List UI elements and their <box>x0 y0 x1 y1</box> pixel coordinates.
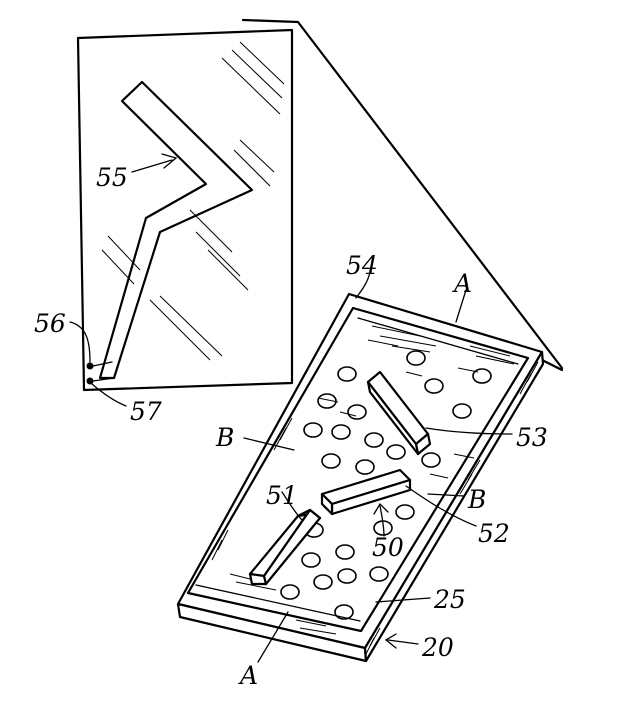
detail-panel-hatching <box>101 41 285 361</box>
label-56: 56 <box>34 309 66 338</box>
leader-lines <box>69 153 513 663</box>
detail-panel <box>76 28 294 392</box>
rim-hatching <box>211 361 539 655</box>
surface-strokes <box>229 325 515 635</box>
tray-wells <box>280 350 492 620</box>
reference-labels: 55 56 57 54 A 53 B B 51 52 50 25 A 20 <box>34 163 548 690</box>
label-57: 57 <box>130 397 162 426</box>
label-52: 52 <box>478 519 510 548</box>
terminal-57 <box>86 377 94 385</box>
label-A-bottom: A <box>238 661 258 690</box>
label-53: 53 <box>516 423 548 452</box>
trace-55 <box>98 80 254 380</box>
label-55: 55 <box>96 163 128 192</box>
label-25: 25 <box>433 585 466 614</box>
label-54: 54 <box>346 251 378 280</box>
label-B-right: B <box>467 485 486 514</box>
label-51: 51 <box>266 481 298 510</box>
label-B-left: B <box>215 423 234 452</box>
terminal-56 <box>86 362 94 370</box>
bar-51 <box>248 508 322 586</box>
label-50: 50 <box>372 533 404 562</box>
tray-assembly <box>176 292 545 663</box>
tray-right-edge <box>363 350 545 663</box>
label-A-top: A <box>452 269 472 298</box>
label-20: 20 <box>421 633 454 662</box>
tray-inner-wall <box>186 306 530 633</box>
bar-53 <box>366 370 432 456</box>
bar-52 <box>320 468 412 516</box>
